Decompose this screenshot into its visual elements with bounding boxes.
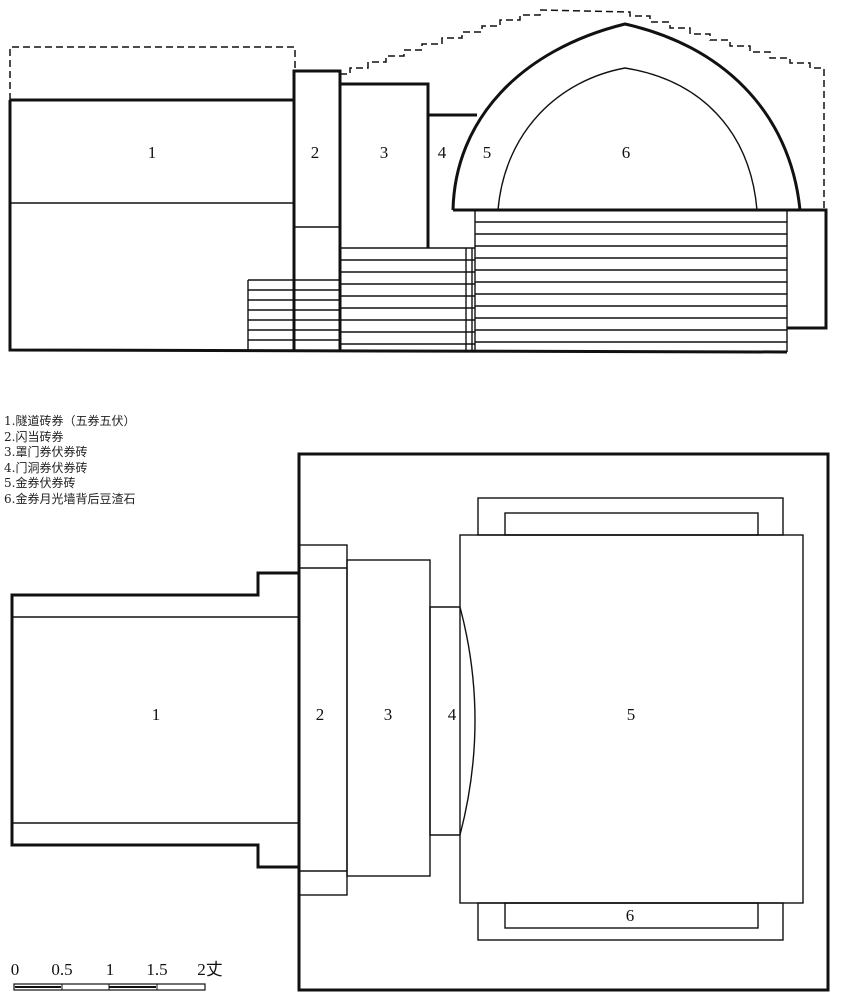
legend: 1.隧道砖券（五券五伏） 2.闪当砖券 3.罩门券伏券砖 4.门洞券伏券砖 5.… [4, 414, 135, 507]
scale-tick-1: 1 [106, 960, 115, 979]
plan-top-frame-outer [477, 497, 784, 536]
plan-block-5 [459, 534, 804, 904]
block-1-outline [8, 98, 788, 354]
elev-label-3: 3 [380, 143, 389, 162]
plan-label-6: 6 [626, 906, 635, 925]
plan-label-1: 1 [152, 705, 161, 724]
original-outline-stepped [340, 9, 825, 210]
plan-top-frame-inner [504, 512, 759, 536]
arch-inner [497, 67, 758, 211]
brick-edge [247, 248, 473, 352]
scale-tick-1-5: 1.5 [146, 960, 167, 979]
brick-courses [247, 221, 787, 352]
arch-springline [453, 208, 828, 330]
legend-item-2: 2.闪当砖券 [4, 429, 64, 444]
plan-block-1-outline [10, 571, 299, 869]
legend-item-4: 4.门洞券伏券砖 [4, 460, 88, 475]
legend-item-3: 3.罩门券伏券砖 [4, 445, 88, 459]
scale-bar: 0 0.5 1 1.5 2丈 [11, 960, 223, 991]
arch-outer [451, 22, 802, 211]
scale-tick-2: 2丈 [197, 960, 223, 979]
legend-item-1: 1.隧道砖券（五券五伏） [4, 414, 136, 428]
elevation-section: 1 2 3 4 5 6 [8, 9, 828, 354]
plan-block-4 [429, 606, 476, 836]
scale-bar-fill-b [109, 986, 156, 988]
legend-item-5: 5.金券伏券砖 [4, 476, 76, 490]
elev-label-4: 4 [438, 143, 447, 162]
plan-label-3: 3 [384, 705, 393, 724]
legend-item-6: 6.金券月光墙背后豆渣石 [4, 491, 136, 506]
elev-label-1: 1 [148, 143, 157, 162]
plan-label-5: 5 [627, 705, 636, 724]
plan-label-4: 4 [448, 705, 457, 724]
elev-label-2: 2 [311, 143, 320, 162]
plan-view: 1 2 3 4 5 6 [10, 452, 830, 992]
block-2-outline [292, 69, 342, 350]
scale-tick-0-5: 0.5 [51, 960, 72, 979]
scale-bar-fill-a [15, 986, 61, 988]
original-outline-left [9, 46, 296, 100]
elev-label-5: 5 [483, 143, 492, 162]
elev-label-6: 6 [622, 143, 631, 162]
block-3-outline [340, 82, 430, 248]
scale-tick-0: 0 [11, 960, 20, 979]
plan-label-2: 2 [316, 705, 325, 724]
